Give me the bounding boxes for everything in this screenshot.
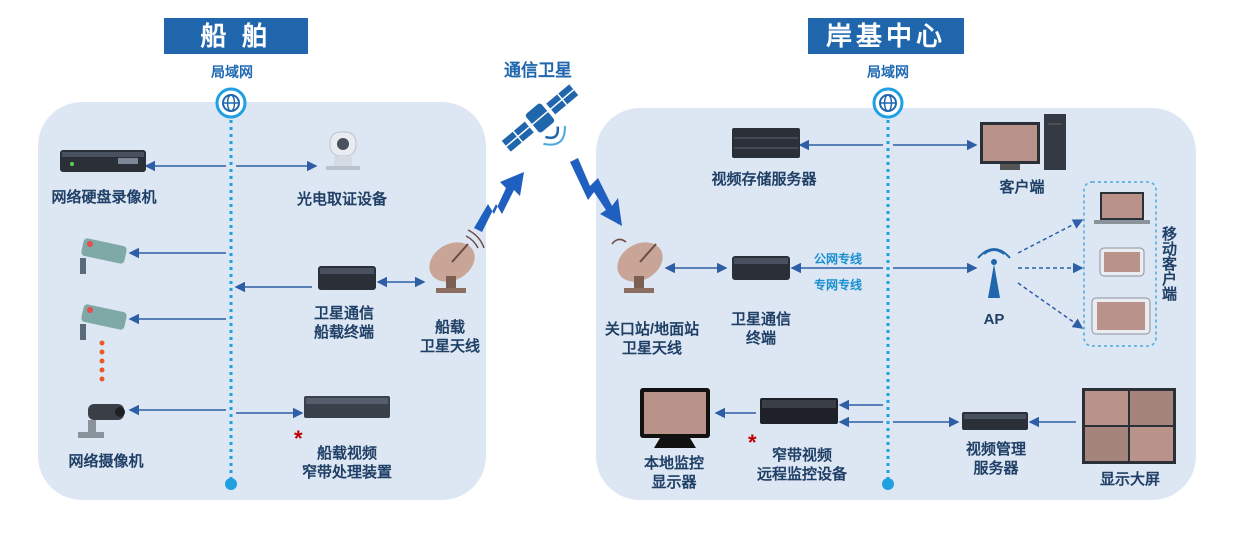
mobile-client-label: 移动客户端 xyxy=(1160,226,1177,301)
nvr-label: 网络硬盘录像机 xyxy=(51,189,157,206)
bullet-camera-icon xyxy=(80,238,127,274)
phone-icon xyxy=(1099,247,1145,277)
shore-dish-antenna-icon xyxy=(611,238,663,293)
ap-icon xyxy=(977,248,1011,298)
ship-processor-label: 船载视频 窄带处理装置 xyxy=(301,445,392,481)
public-line-label: 公网专线 xyxy=(814,252,863,266)
vms-server-icon xyxy=(962,412,1028,430)
local-display-label: 本地监控 显示器 xyxy=(643,455,704,491)
ship-processor-icon xyxy=(304,396,390,418)
network-camera-label: 网络摄像机 xyxy=(68,453,144,470)
laptop-icon xyxy=(1094,192,1150,224)
ship-dish-antenna-icon xyxy=(429,229,485,293)
satellite-label: 通信卫星 xyxy=(504,61,572,80)
ship-bus-end xyxy=(225,478,237,490)
big-screen-icon xyxy=(1082,388,1176,464)
client-label: 客户端 xyxy=(999,179,1045,196)
network-camera-icon xyxy=(78,404,125,438)
ship-terminal-label: 卫星通信 船载终端 xyxy=(313,305,374,341)
storage-server-icon xyxy=(732,128,800,158)
ship-title: 船 舶 xyxy=(164,18,308,54)
storage-label: 视频存储服务器 xyxy=(711,171,817,188)
shore-antenna-label: 关口站/地面站 卫星天线 xyxy=(604,321,700,357)
remote-device-marker: * xyxy=(748,430,757,455)
tablet-icon xyxy=(1091,297,1151,335)
nvr-icon xyxy=(60,150,146,172)
eo-label: 光电取证设备 xyxy=(296,191,387,208)
ship-terminal-icon xyxy=(318,266,376,290)
uplink-bolt-icon xyxy=(474,172,524,232)
ap-label: AP xyxy=(983,311,1005,328)
local-monitor-icon xyxy=(640,388,710,448)
bullet-camera-icon xyxy=(80,304,127,340)
ship-antenna-label: 船载 卫星天线 xyxy=(419,319,480,355)
remote-device-label: 窄带视频 远程监控设备 xyxy=(756,447,847,483)
private-line-label: 专网专线 xyxy=(814,278,863,292)
shore-terminal-icon xyxy=(732,256,790,280)
shore-lan-label: 局域网 xyxy=(867,64,909,80)
ship-lan-label: 局域网 xyxy=(211,64,253,80)
shore-title: 岸基中心 xyxy=(808,18,964,54)
shore-bus-end xyxy=(882,478,894,490)
downlink-bolt-icon xyxy=(570,158,622,226)
satellite-icon xyxy=(501,84,579,152)
big-screen-label: 显示大屏 xyxy=(1099,471,1160,488)
ship-processor-marker: * xyxy=(294,426,303,451)
more-cameras-dots xyxy=(99,340,105,382)
ship-lan-globe-icon xyxy=(215,87,247,119)
eo-camera-icon xyxy=(326,131,360,170)
client-pc-icon xyxy=(980,114,1066,170)
vms-label: 视频管理 服务器 xyxy=(965,441,1026,477)
remote-device-icon xyxy=(760,398,838,424)
shore-lan-globe-icon xyxy=(872,87,904,119)
shore-terminal-label: 卫星通信 终端 xyxy=(730,311,791,347)
